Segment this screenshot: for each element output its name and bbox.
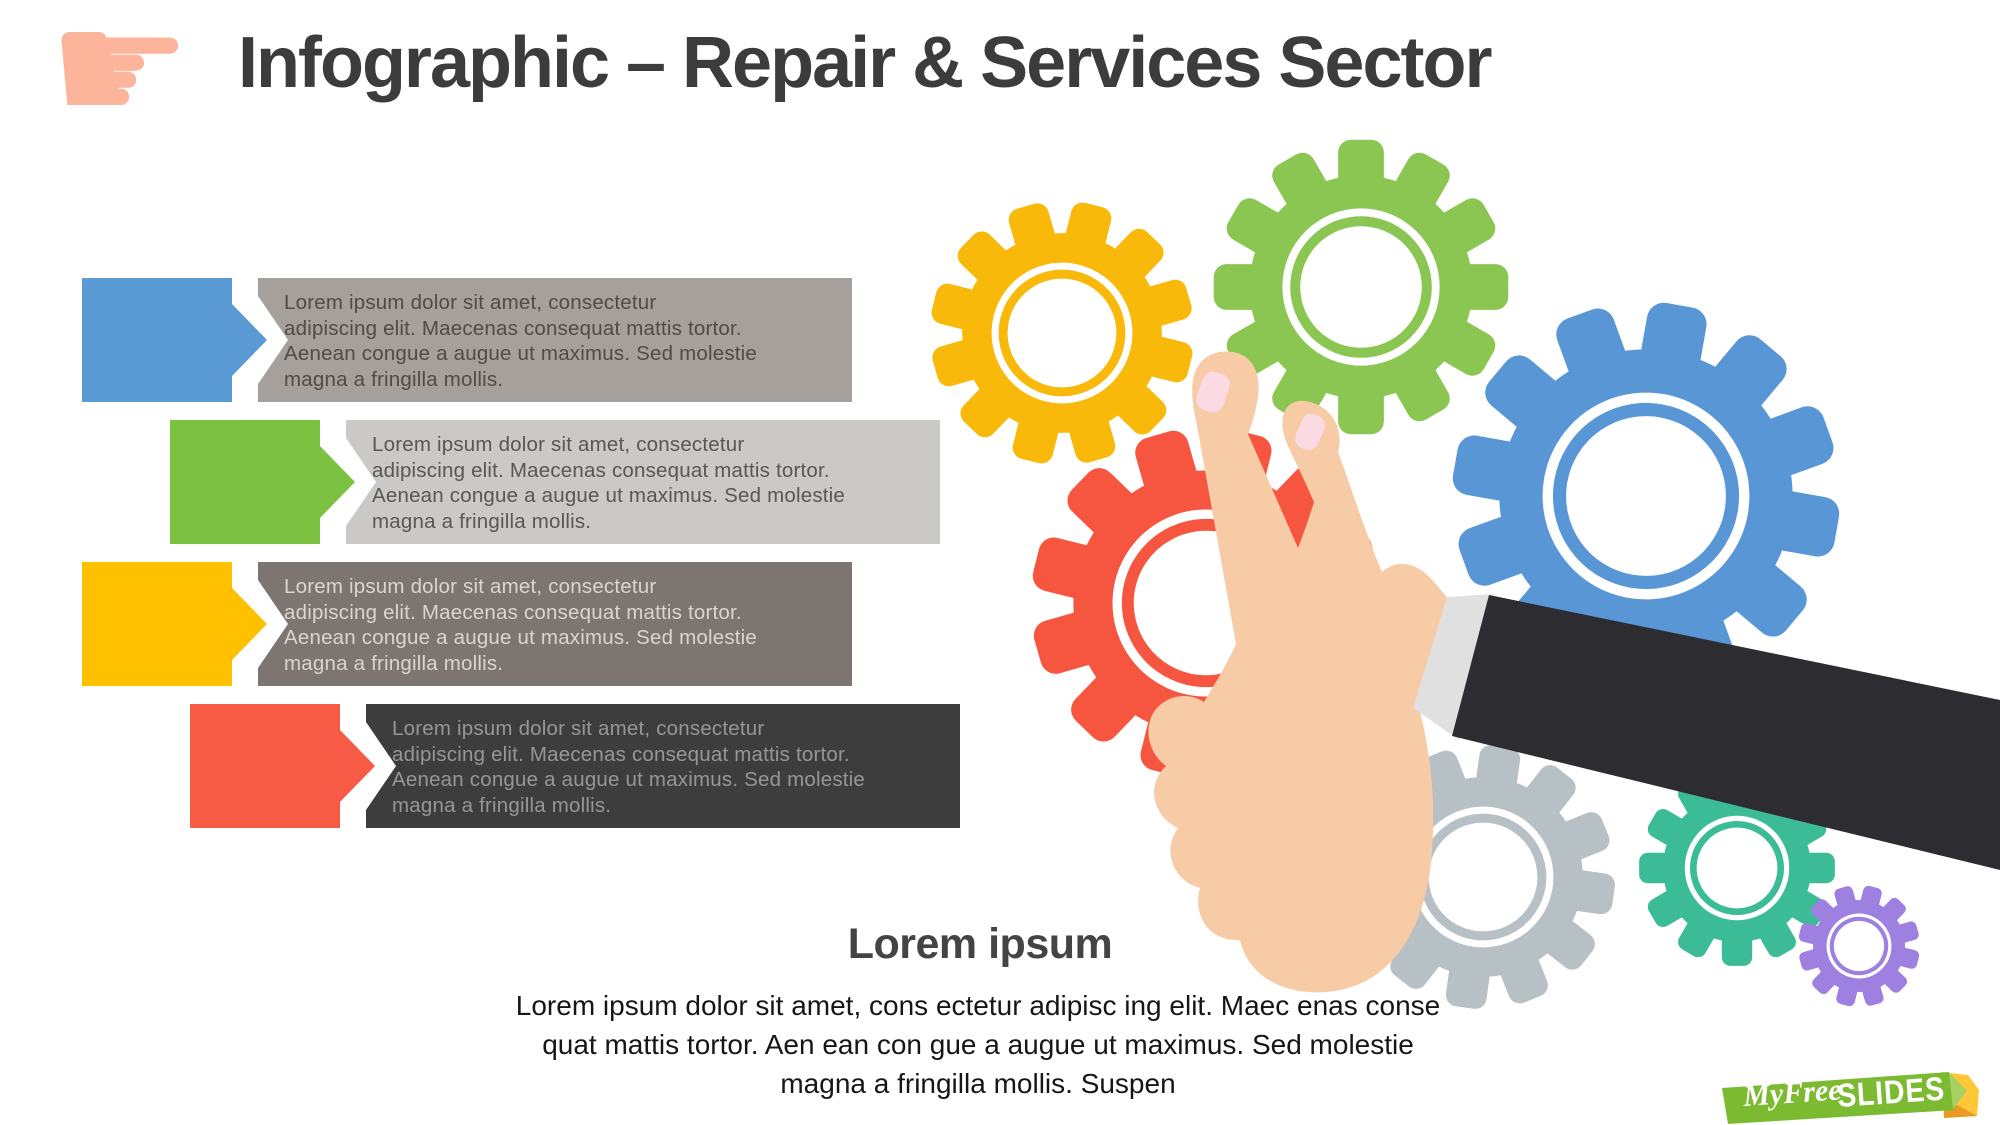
color-box-red	[190, 704, 340, 828]
logo-bold-text: SLIDES	[1836, 1070, 1946, 1114]
list-item-text: Lorem ipsum dolor sit amet, consectetur …	[284, 575, 758, 675]
page-title: Infographic – Repair & Services Sector	[238, 23, 1492, 103]
pointing-hand	[1148, 351, 1449, 993]
arrow-right-icon	[319, 445, 355, 519]
arrow-right-icon	[231, 587, 267, 661]
shirt-cuff	[1413, 594, 1493, 740]
middle-fingernail	[1294, 413, 1326, 451]
color-box-blue	[82, 278, 232, 402]
footer-paragraph: Lorem ipsum dolor sit amet, cons ectetur…	[515, 990, 1441, 1099]
text-panel: Lorem ipsum dolor sit amet, consectetur …	[366, 704, 960, 828]
index-fingernail	[1196, 371, 1230, 413]
text-panel: Lorem ipsum dolor sit amet, consectetur …	[258, 278, 852, 402]
list-item-text: Lorem ipsum dolor sit amet, consectetur …	[392, 717, 866, 817]
logo-ribbon-fold-light	[1949, 1072, 1967, 1109]
arrow-right-icon	[339, 729, 375, 803]
logo-green-band	[1722, 1072, 1955, 1124]
myfreeslides-logo: MyFree SLIDES	[1716, 1046, 1982, 1125]
logo-script-text: MyFree	[1741, 1073, 1842, 1113]
gear-green	[1213, 139, 1509, 435]
gear-gray	[1351, 745, 1615, 1009]
gear-purple	[1798, 885, 1920, 1007]
list-item-text: Lorem ipsum dolor sit amet, consectetur …	[284, 291, 758, 391]
pointing-hand-icon: ☛	[48, 0, 192, 161]
text-panel: Lorem ipsum dolor sit amet, consectetur …	[258, 562, 852, 686]
list-item-text: Lorem ipsum dolor sit amet, consectetur …	[372, 433, 846, 533]
gear-blue	[1452, 302, 1840, 690]
gear-teal	[1639, 770, 1835, 966]
color-box-yellow	[82, 562, 232, 686]
text-panel: Lorem ipsum dolor sit amet, consectetur …	[346, 420, 940, 544]
suit-sleeve-arm	[1452, 595, 2000, 870]
businessman-hand-illustration	[1148, 351, 2000, 993]
gear-red	[1032, 429, 1380, 777]
gear-cluster	[931, 139, 1920, 1009]
color-box-green	[170, 420, 320, 544]
gear-yellow	[931, 202, 1193, 464]
arrow-right-icon	[231, 303, 267, 377]
footer-heading: Lorem ipsum	[847, 920, 1113, 968]
